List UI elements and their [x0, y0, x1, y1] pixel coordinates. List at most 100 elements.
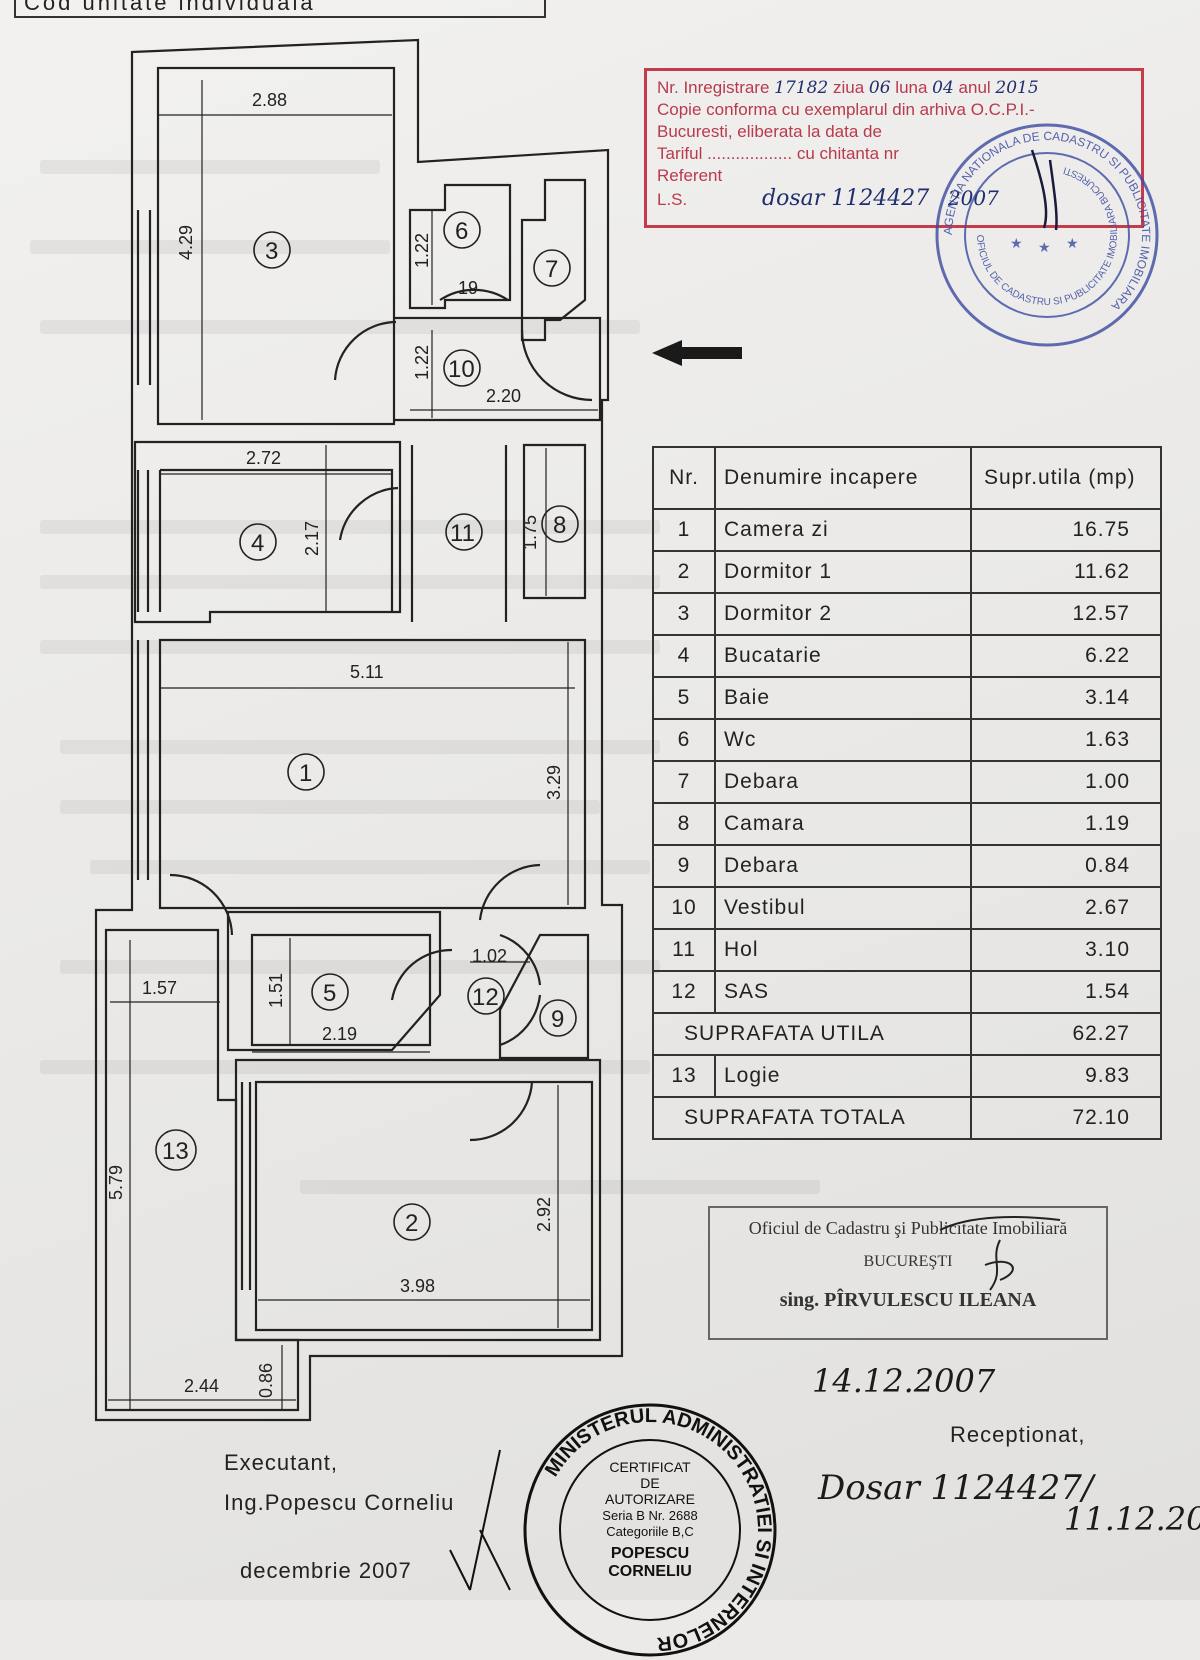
- row-area: 11.62: [970, 550, 1162, 594]
- row-name: Camara: [714, 802, 972, 846]
- auth-line-3: AUTORIZARE: [605, 1491, 695, 1507]
- auth-line-1: CERTIFICAT: [609, 1459, 691, 1475]
- row-nr: 9: [652, 844, 716, 888]
- row-name: Wc: [714, 718, 972, 762]
- row-nr: 7: [652, 760, 716, 804]
- row-area: 16.75: [970, 508, 1162, 552]
- registration-stamp: Nr. Inregistrare 17182 ziua 06 luna 04 a…: [644, 68, 1144, 228]
- room-label-11: 11: [450, 520, 475, 547]
- row-area: 12.57: [970, 592, 1162, 636]
- room-label-10: 10: [448, 356, 475, 383]
- row-nr: 1: [652, 508, 716, 552]
- room-label-9: 9: [551, 1006, 564, 1033]
- svg-text:OFICIUL DE CADASTRU SI PUBLICI: OFICIUL DE CADASTRU SI PUBLICITATE IMOBI…: [974, 164, 1120, 308]
- row-name: SAS: [714, 970, 972, 1014]
- th-nr: Nr.: [652, 446, 716, 510]
- stamp-line-4: Tariful .................. cu chitanta n…: [657, 144, 899, 163]
- auth-line-4: Seria B Nr. 2688: [602, 1508, 697, 1523]
- dim-102: 1.02: [472, 946, 507, 966]
- room-1-outline: [158, 638, 587, 910]
- dim-244: 2.44: [184, 1376, 219, 1396]
- row-name: Debara: [714, 844, 972, 888]
- room-9-outline: [498, 933, 590, 1060]
- room-label-12: 12: [472, 984, 499, 1011]
- dim-579: 5.79: [106, 1165, 126, 1200]
- dim-288: 2.88: [252, 90, 287, 110]
- room-label-5: 5: [323, 980, 336, 1007]
- ocpi-line-2: BUCUREŞTI: [863, 1253, 953, 1270]
- room-label-2: 2: [405, 1210, 418, 1237]
- executant-name: Ing.Popescu Corneliu: [224, 1490, 455, 1515]
- room-5-outline: [226, 910, 442, 1052]
- row-name: Hol: [714, 928, 972, 972]
- room-label-7: 7: [545, 256, 558, 283]
- floor-plan: 2.88 4.29 1.22 19 1.22 2.20 2.72 2.17 1.…: [94, 38, 624, 1422]
- dim-19: 19: [458, 278, 478, 298]
- dim-157: 1.57: [142, 978, 177, 998]
- signature-mark: [1030, 149, 1058, 231]
- room-2-outline: [254, 1080, 594, 1332]
- room-label-4: 4: [251, 530, 264, 557]
- table-header-row: Nr. Denumire incapere Supr.utila (mp): [652, 446, 1162, 510]
- row-nr: 12: [652, 970, 716, 1014]
- handwritten-dosar-date: 11.12.2007: [1064, 1500, 1200, 1538]
- stamp-anul-value: 2015: [995, 78, 1039, 98]
- stamp-luna-value: 04: [932, 78, 954, 98]
- room-7-outline: [520, 178, 587, 342]
- svg-text:★: ★: [1066, 235, 1079, 251]
- dim-217: 2.17: [302, 521, 322, 556]
- round-stamp-outer-text: AGENTIA NATIONALA DE CADASTRU SI PUBLICI…: [941, 129, 1153, 313]
- row-nr: 6: [652, 718, 716, 762]
- logie-nr: 13: [652, 1054, 716, 1098]
- round-stamp-inner-text: OFICIUL DE CADASTRU SI PUBLICITATE IMOBI…: [974, 164, 1120, 308]
- executant-signature: [449, 1449, 511, 1591]
- row-nr: 3: [652, 592, 716, 636]
- table-util-row: SUPRAFATA UTILA 62.27: [652, 1012, 1162, 1056]
- row-name: Bucatarie: [714, 634, 972, 678]
- stamp-ziua-value: 06: [868, 78, 891, 98]
- th-area: Supr.utila (mp): [970, 446, 1162, 510]
- row-area: 1.19: [970, 802, 1162, 846]
- row-area: 1.00: [970, 760, 1162, 804]
- dim-292: 2.92: [534, 1197, 554, 1232]
- row-nr: 2: [652, 550, 716, 594]
- ocpi-signature: [939, 1216, 1061, 1291]
- auth-line-2: DE: [640, 1475, 659, 1491]
- entrance-arrow-icon: [652, 340, 742, 366]
- ocpi-line-1: Oficiul de Cadastru şi Publicitate Imobi…: [748, 1218, 1068, 1238]
- room-3-outline: [156, 66, 396, 426]
- document-header: Cod unitate individuala: [14, 0, 546, 18]
- room-label-13: 13: [162, 1138, 189, 1165]
- auth-line-7: CORNELIU: [608, 1563, 692, 1580]
- row-nr: 8: [652, 802, 716, 846]
- auth-line-6: POPESCU: [611, 1545, 689, 1562]
- authorization-stamp: MINISTERUL ADMINISTRATIEI SI INTERNELOR …: [523, 1403, 777, 1657]
- total-label: SUPRAFATA TOTALA: [652, 1096, 972, 1140]
- stamp-line-3: Bucuresti, eliberata la data de: [657, 122, 882, 141]
- dim-329: 3.29: [544, 765, 564, 800]
- logie-area: 9.83: [970, 1054, 1162, 1098]
- room-10-outline: [394, 316, 602, 422]
- executant-label: Executant,: [224, 1450, 338, 1475]
- svg-text:★: ★: [1010, 235, 1023, 251]
- row-area: 2.67: [970, 886, 1162, 930]
- stamp-line-5: Referent: [657, 166, 723, 185]
- row-nr: 10: [652, 886, 716, 930]
- dim-429: 4.29: [176, 225, 196, 260]
- dimension-lines: [108, 80, 598, 1410]
- row-area: 1.63: [970, 718, 1162, 762]
- row-name: Baie: [714, 676, 972, 720]
- star-icon: ★ ★ ★: [1010, 235, 1079, 255]
- row-nr: 5: [652, 676, 716, 720]
- svg-text:★: ★: [1038, 239, 1051, 255]
